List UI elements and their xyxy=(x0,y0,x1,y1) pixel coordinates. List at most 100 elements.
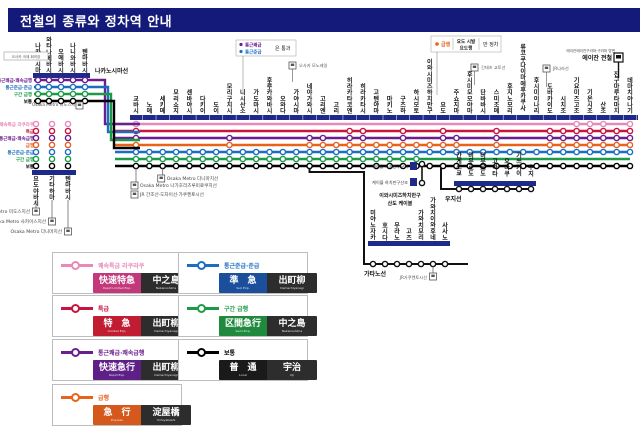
destination-text: 出町柳 xyxy=(152,362,180,373)
station-stop-nakanoshima xyxy=(34,90,42,98)
station-stop-commuter-sub-express xyxy=(559,148,567,156)
legend-dot xyxy=(239,42,243,47)
station-name: 시치조 xyxy=(560,96,566,115)
svg-text:야: 야 xyxy=(293,95,299,103)
legend-header: 구간 급행 xyxy=(187,303,248,313)
svg-text:미: 미 xyxy=(370,209,376,217)
svg-text:바: 바 xyxy=(33,193,39,201)
svg-text:사: 사 xyxy=(520,104,526,112)
nakanoshima-code-band xyxy=(33,73,90,78)
station-stop-express xyxy=(346,141,353,149)
transfer-box-airport xyxy=(3,51,49,61)
station-stop-uji xyxy=(479,185,487,193)
svg-text:카: 카 xyxy=(547,95,553,103)
station-stop-local xyxy=(613,162,620,170)
destination-subtext: Yodoyabashi xyxy=(156,417,176,422)
svg-text:마: 마 xyxy=(467,107,473,115)
station-stop-commuter-sub-express xyxy=(506,148,514,156)
station-stop-local xyxy=(533,162,540,170)
station-stop-limited-express xyxy=(546,127,554,135)
station-stop-commuter-rapid-express xyxy=(359,134,367,142)
svg-text:모: 모 xyxy=(414,102,420,109)
svg-text:후: 후 xyxy=(534,76,540,84)
station-stop-uji xyxy=(515,185,523,193)
uji-code-band xyxy=(454,181,536,186)
station-stop-local xyxy=(493,162,500,170)
svg-text:센: 센 xyxy=(187,89,193,97)
svg-text:노: 노 xyxy=(387,108,393,115)
station-stop-commuter-rapid-express xyxy=(346,134,353,142)
station-stop-express xyxy=(226,141,233,149)
callout-text: 요도 시발 xyxy=(457,38,476,45)
svg-text:구: 구 xyxy=(227,96,233,103)
svg-text:시: 시 xyxy=(133,108,139,115)
station-stop-express xyxy=(559,141,567,149)
svg-text:이: 이 xyxy=(516,170,522,178)
svg-text:고: 고 xyxy=(320,96,326,103)
station-stop-local xyxy=(292,162,300,170)
svg-text:시: 시 xyxy=(587,102,593,109)
station-stop-katano xyxy=(417,260,425,268)
station-stop-yodoyabashi xyxy=(32,141,40,149)
station-stop-katano xyxy=(381,260,389,268)
station-stop-local xyxy=(479,162,487,170)
station-stop-sub-express xyxy=(159,155,167,163)
station-stop-commuter-sub-express xyxy=(599,148,607,156)
station-stop-local xyxy=(519,162,527,170)
svg-text:고: 고 xyxy=(574,102,580,109)
svg-text:시: 시 xyxy=(253,108,259,115)
station-stop-commuter-rapid-express xyxy=(546,134,554,142)
station-stop-express xyxy=(439,141,447,149)
train-type-text: 準 急 xyxy=(229,275,257,286)
svg-text:라: 라 xyxy=(360,89,366,97)
station-stop-uji xyxy=(455,185,463,193)
station-stop-local xyxy=(599,162,607,170)
station-stop-yodoyabashi xyxy=(64,155,72,163)
svg-text:바: 바 xyxy=(504,164,510,172)
station-stop-express xyxy=(493,141,500,149)
station-stop-commuter-sub-express xyxy=(172,148,180,156)
destination-subtext: Demachiyanagi xyxy=(154,372,178,377)
line-swatch-icon xyxy=(187,260,219,270)
svg-text:산: 산 xyxy=(601,101,607,109)
svg-text:즈: 즈 xyxy=(400,102,406,109)
svg-text:다: 다 xyxy=(200,95,206,103)
train-type-subtext: Limited Exp. xyxy=(107,328,127,333)
station-stop-local xyxy=(426,162,434,170)
svg-text:히: 히 xyxy=(360,83,366,91)
station-stop-commuter-rapid-express xyxy=(453,134,460,142)
svg-text:텐: 텐 xyxy=(374,95,380,103)
svg-text:마: 마 xyxy=(374,107,380,115)
svg-text:쿠: 쿠 xyxy=(504,171,510,178)
svg-text:시: 시 xyxy=(360,108,366,115)
station-stop-sub-express xyxy=(359,155,367,163)
line-swatch-icon xyxy=(61,303,93,313)
station-stop-yodoyabashi xyxy=(48,148,56,156)
branch-line-label: 통근쾌급·쾌속급행 xyxy=(0,77,32,84)
svg-text:야: 야 xyxy=(627,95,633,103)
callout-text: 요도행 xyxy=(460,45,473,52)
line-swatch-icon xyxy=(187,347,219,357)
station-stop-nakanoshima xyxy=(81,76,89,84)
station-stop-commuter-sub-express xyxy=(346,148,353,156)
svg-text:무: 무 xyxy=(468,157,474,165)
station-name-uji: 우지 xyxy=(528,164,534,178)
station-stop-nakanoshima xyxy=(34,76,42,84)
station-stop-local xyxy=(346,162,353,170)
svg-text:쿠: 쿠 xyxy=(520,56,526,63)
svg-text:네: 네 xyxy=(430,233,436,241)
svg-text:모: 모 xyxy=(507,102,513,109)
station-stop-uji xyxy=(467,185,475,193)
legend-header: 특급 xyxy=(61,303,109,313)
